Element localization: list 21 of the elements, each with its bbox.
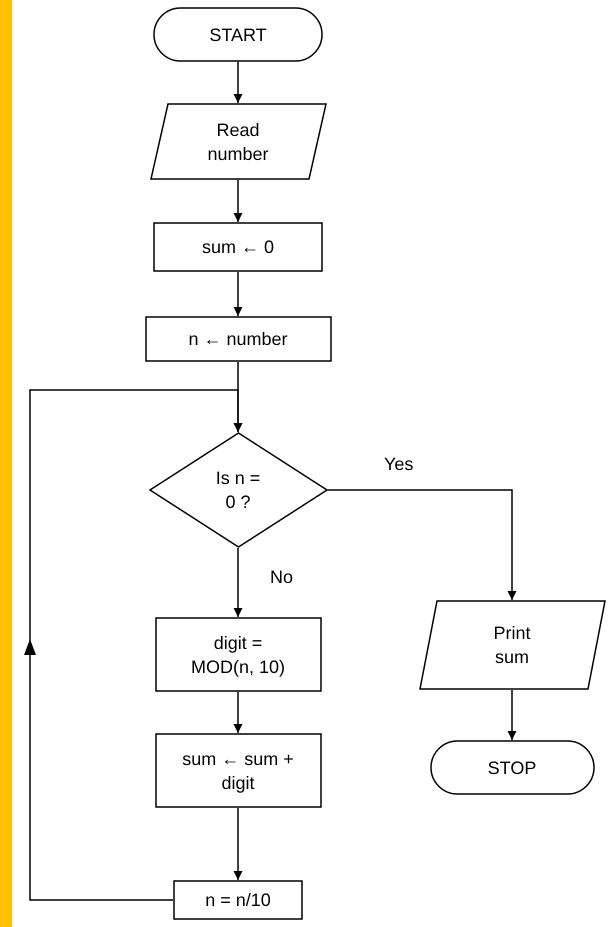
terminator-shape: STOP (430, 740, 594, 795)
arrow (234, 180, 242, 222)
input-output-shape: Read number (150, 103, 326, 180)
edge-label: No (268, 568, 296, 586)
arrow (234, 548, 242, 617)
edge-label: Yes (382, 455, 416, 473)
arrow (508, 690, 516, 740)
process-box: n ← number (144, 316, 332, 362)
arrow (24, 389, 242, 901)
process-box: sum ← sum + digit (154, 733, 322, 808)
process-box: n = n/10 (173, 880, 303, 920)
arrow (328, 489, 516, 600)
arrow (234, 62, 242, 103)
arrow (234, 692, 242, 733)
process-box: sum ← 0 (153, 222, 323, 272)
terminator-shape: START (153, 7, 323, 62)
decision-diamond: Is n = 0 ? (148, 432, 328, 548)
process-box: digit = MOD(n, 10) (154, 617, 322, 692)
arrow (234, 272, 242, 316)
arrow (234, 808, 242, 880)
input-output-shape: Print sum (418, 600, 606, 690)
